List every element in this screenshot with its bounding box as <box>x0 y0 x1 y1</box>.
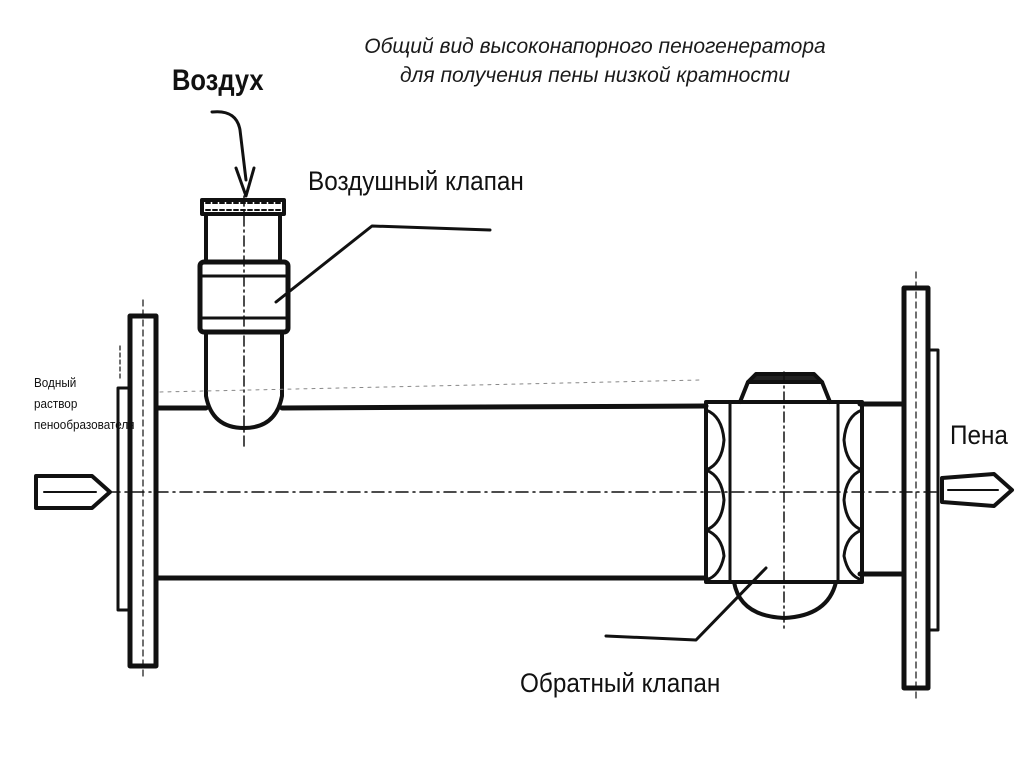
check-valve-label: Обратный клапан <box>520 668 721 698</box>
check-valve-dome <box>732 580 838 620</box>
check-valve-cap <box>738 380 832 404</box>
air-valve-body-lower <box>204 330 284 430</box>
water-label-line-3: пенообразователя <box>34 417 135 432</box>
air-leader-line <box>210 110 248 182</box>
water-solution-label: Водный раствор пенообразователя <box>34 372 134 435</box>
air-arrow <box>234 166 256 198</box>
title-line-1: Общий вид высоконапорного пеногенератора <box>364 35 826 58</box>
air-valve-label: Воздушный клапан <box>308 166 524 196</box>
air-valve-cap <box>200 198 286 216</box>
inlet-arrow <box>34 474 112 510</box>
water-label-line-1: Водный <box>34 375 77 390</box>
foam-label: Пена <box>950 420 1008 450</box>
water-label-line-2: раствор <box>34 396 78 411</box>
title-line-2: для получения пены низкой кратности <box>399 64 791 87</box>
inlet-flange-gasket <box>116 386 132 612</box>
air-valve-body-upper <box>204 212 282 264</box>
air-label: Воздух <box>172 64 264 97</box>
diagram-title: Общий вид высоконапорного пеногенератора… <box>250 32 940 90</box>
check-valve-leader <box>604 566 768 642</box>
air-valve-leader <box>274 224 492 304</box>
outlet-arrow <box>940 472 1014 508</box>
outlet-flange-gasket <box>926 348 940 632</box>
main-pipe-top <box>153 403 709 411</box>
